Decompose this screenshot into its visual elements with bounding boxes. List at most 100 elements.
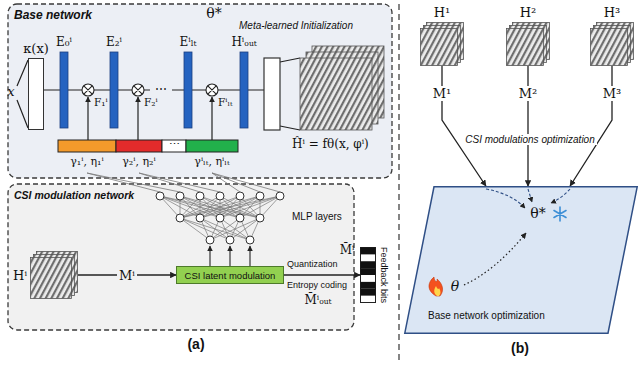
ellipsis: ⋯ [169, 138, 180, 151]
csi-image [31, 258, 72, 299]
annotation: CSI modulations optimization [463, 134, 597, 145]
annotation: Meta-learned Initialization [239, 20, 353, 31]
csi-image-stack [506, 22, 550, 66]
node-label: CSI modulation network [14, 189, 134, 201]
bit-block [361, 282, 376, 289]
rect-part [116, 140, 162, 152]
modulation-label: γⁱₗₜ, ηⁱₗₜ [194, 155, 229, 168]
path-part [84, 86, 216, 94]
rect-part [110, 52, 118, 128]
line-part [137, 97, 138, 140]
decoder-box [264, 58, 280, 130]
fire-icon [429, 277, 443, 296]
neuron [246, 236, 254, 244]
neuron [216, 192, 224, 200]
neuron [276, 192, 284, 200]
neuron [256, 192, 264, 200]
bit-block [361, 268, 376, 275]
panel-background [8, 4, 392, 178]
bit-frame [361, 248, 376, 303]
feedback-bits: Feedback bits [360, 247, 376, 303]
rect-part [186, 140, 238, 152]
neuron [236, 214, 244, 222]
csi-image [591, 29, 628, 66]
edge-label: M³ [601, 86, 624, 101]
signal-symbol: M̄ⁱ [340, 243, 355, 257]
latent-box: CSI latent modulation [176, 266, 284, 284]
panel-tag: (b) [511, 340, 529, 356]
node-label: Feedback bits [379, 247, 389, 303]
dashed-arrow [551, 189, 570, 203]
csi-image: H² [506, 22, 550, 66]
modulation-label: γ₁ⁱ, η₁ⁱ [70, 155, 103, 168]
parameter-symbol: θ* [530, 205, 545, 221]
csi-image [421, 29, 458, 66]
node-label: Base network optimization [428, 310, 545, 321]
plane-outline [405, 187, 637, 333]
neuron [196, 192, 204, 200]
feature-label: Fⁱₗₜ [218, 96, 233, 108]
rect-part [300, 58, 372, 130]
node-label: H¹ [434, 5, 451, 20]
feature-label: F₂ⁱ [144, 96, 158, 108]
modulation-flow [486, 189, 570, 208]
layer-label: E₀ⁱ [56, 35, 72, 49]
csi-image-stack [30, 251, 78, 299]
path-part [44, 58, 300, 130]
dashed-arrow [528, 189, 532, 202]
panel-background [8, 184, 354, 330]
encoder-box: κ(x) [28, 58, 44, 130]
flow-arrow [442, 66, 486, 186]
modulation-vector [58, 140, 238, 152]
input-symbol: x [7, 84, 14, 99]
neuron [196, 214, 204, 222]
node-label: H² [520, 5, 537, 20]
panel-region: CSI modulation networkHⁱ CSI latent modul… [8, 184, 354, 330]
rect-part [58, 140, 116, 152]
parameter-symbol: θ [451, 278, 459, 294]
annotation: MLP layers [292, 211, 342, 222]
mlp-connections [160, 196, 280, 240]
csi-image-stack [420, 22, 464, 66]
edge-label: M¹ [431, 86, 454, 101]
bit-block [361, 261, 376, 268]
line-part [209, 246, 210, 266]
neuron [226, 236, 234, 244]
modulation-label: γ₂ⁱ, η₂ⁱ [122, 155, 155, 168]
optimization-plane: Base network optimization [404, 186, 638, 334]
feature-label: F₁ⁱ [94, 96, 108, 108]
node-label: Hⁱ [13, 268, 27, 283]
edge-label: Mⁱ [117, 268, 137, 283]
neuron [156, 192, 164, 200]
panel-divider [398, 4, 399, 361]
network-wires [17, 58, 300, 130]
layer-label: Hⁱₒᵤₜ [231, 35, 256, 49]
output-formula: Ĥⁱ = fθ(x, φⁱ) [292, 137, 369, 151]
edge-label: M² [517, 86, 540, 101]
modulation-arrows [88, 97, 212, 140]
annotation: Quantization [287, 259, 338, 269]
parameter-symbol: θ* [206, 5, 221, 21]
layer-label: Eⁱₗₜ [179, 35, 196, 49]
csi-image: H³ [590, 22, 634, 66]
panel-tag: (a) [187, 336, 204, 352]
node-label: H³ [604, 5, 621, 20]
ellipsis: ⋯ [155, 82, 167, 96]
neuron [216, 214, 224, 222]
bit-stream [360, 247, 376, 303]
neuron [176, 214, 184, 222]
csi-image-stack [590, 22, 634, 66]
dotted-arrow [464, 233, 526, 285]
flow-arrow [570, 66, 612, 186]
fire-core [434, 286, 440, 296]
line-part [229, 246, 230, 266]
neuron [236, 192, 244, 200]
annotation: Entropy coding [287, 280, 347, 290]
neuron [176, 192, 184, 200]
signal-symbol: M̄ⁱₒᵤₜ [304, 293, 331, 307]
rect-part [240, 52, 248, 128]
line-part [87, 97, 88, 140]
path-part [17, 60, 28, 128]
snowflake-arms [554, 207, 566, 221]
bit-block [361, 248, 376, 255]
